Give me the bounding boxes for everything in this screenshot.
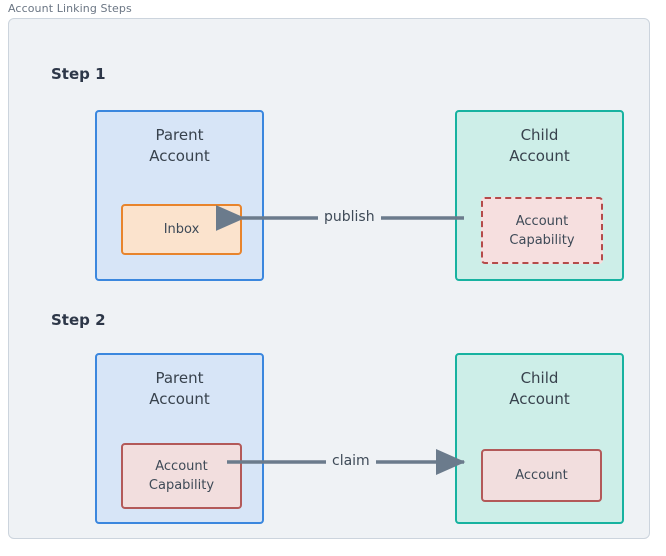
step-2-parent-capability-label-line-1: Account	[155, 459, 208, 474]
step-1-child-account-title: Child Account	[457, 125, 622, 167]
step-1-child-capability-label: Account Capability	[509, 212, 574, 250]
step-1-parent-title-line-1: Parent	[155, 126, 204, 144]
step-1-child-capability-label-line-2: Capability	[509, 232, 575, 248]
claim-arrow-label: claim	[326, 453, 376, 469]
step-2-parent-account-capability-box[interactable]: Account Capability	[121, 443, 242, 509]
publish-arrow-label: publish	[318, 209, 381, 225]
step-1-child-title-line-2: Account	[509, 147, 570, 165]
step-1-child-account-capability-box[interactable]: Account Capability	[481, 197, 603, 264]
step-2-parent-capability-label: Account Capability	[149, 457, 214, 495]
step-1-parent-account-box[interactable]: Parent Account Inbox	[95, 110, 264, 281]
step-2-child-account-label-line-1: Account	[515, 468, 568, 483]
step-2-heading: Step 2	[51, 311, 106, 329]
step-2-parent-capability-label-line-2: Capability	[148, 478, 215, 493]
step-2-parent-account-box[interactable]: Parent Account Account Capability	[95, 353, 264, 524]
step-1-parent-account-title: Parent Account	[97, 125, 262, 167]
step-2-child-account-title: Child Account	[457, 368, 622, 410]
step-1-child-capability-label-line-1: Account	[515, 213, 569, 229]
step-2-parent-title-line-1: Parent	[155, 369, 204, 387]
step-1-parent-inbox-label: Inbox	[164, 220, 200, 239]
step-2-child-account-label: Account	[515, 466, 568, 485]
diagram-canvas: Step 1 Parent Account Inbox Child Accoun…	[8, 18, 650, 539]
step-1-parent-title-line-2: Account	[149, 147, 210, 165]
step-1-child-account-box[interactable]: Child Account Account Capability	[455, 110, 624, 281]
step-1-parent-inbox-label-line-1: Inbox	[163, 222, 200, 237]
step-1-heading: Step 1	[51, 65, 106, 83]
step-2-parent-title-line-2: Account	[149, 390, 210, 408]
step-2-child-title-line-1: Child	[520, 369, 559, 387]
step-2-child-account-box[interactable]: Child Account Account	[455, 353, 624, 524]
step-2-parent-account-title: Parent Account	[97, 368, 262, 410]
figure-caption: Account Linking Steps	[8, 2, 132, 15]
step-2-child-account-box-inner[interactable]: Account	[481, 449, 602, 502]
step-1-parent-inbox-box[interactable]: Inbox	[121, 204, 242, 255]
step-1-child-title-line-1: Child	[520, 126, 559, 144]
step-2-child-title-line-2: Account	[509, 390, 570, 408]
